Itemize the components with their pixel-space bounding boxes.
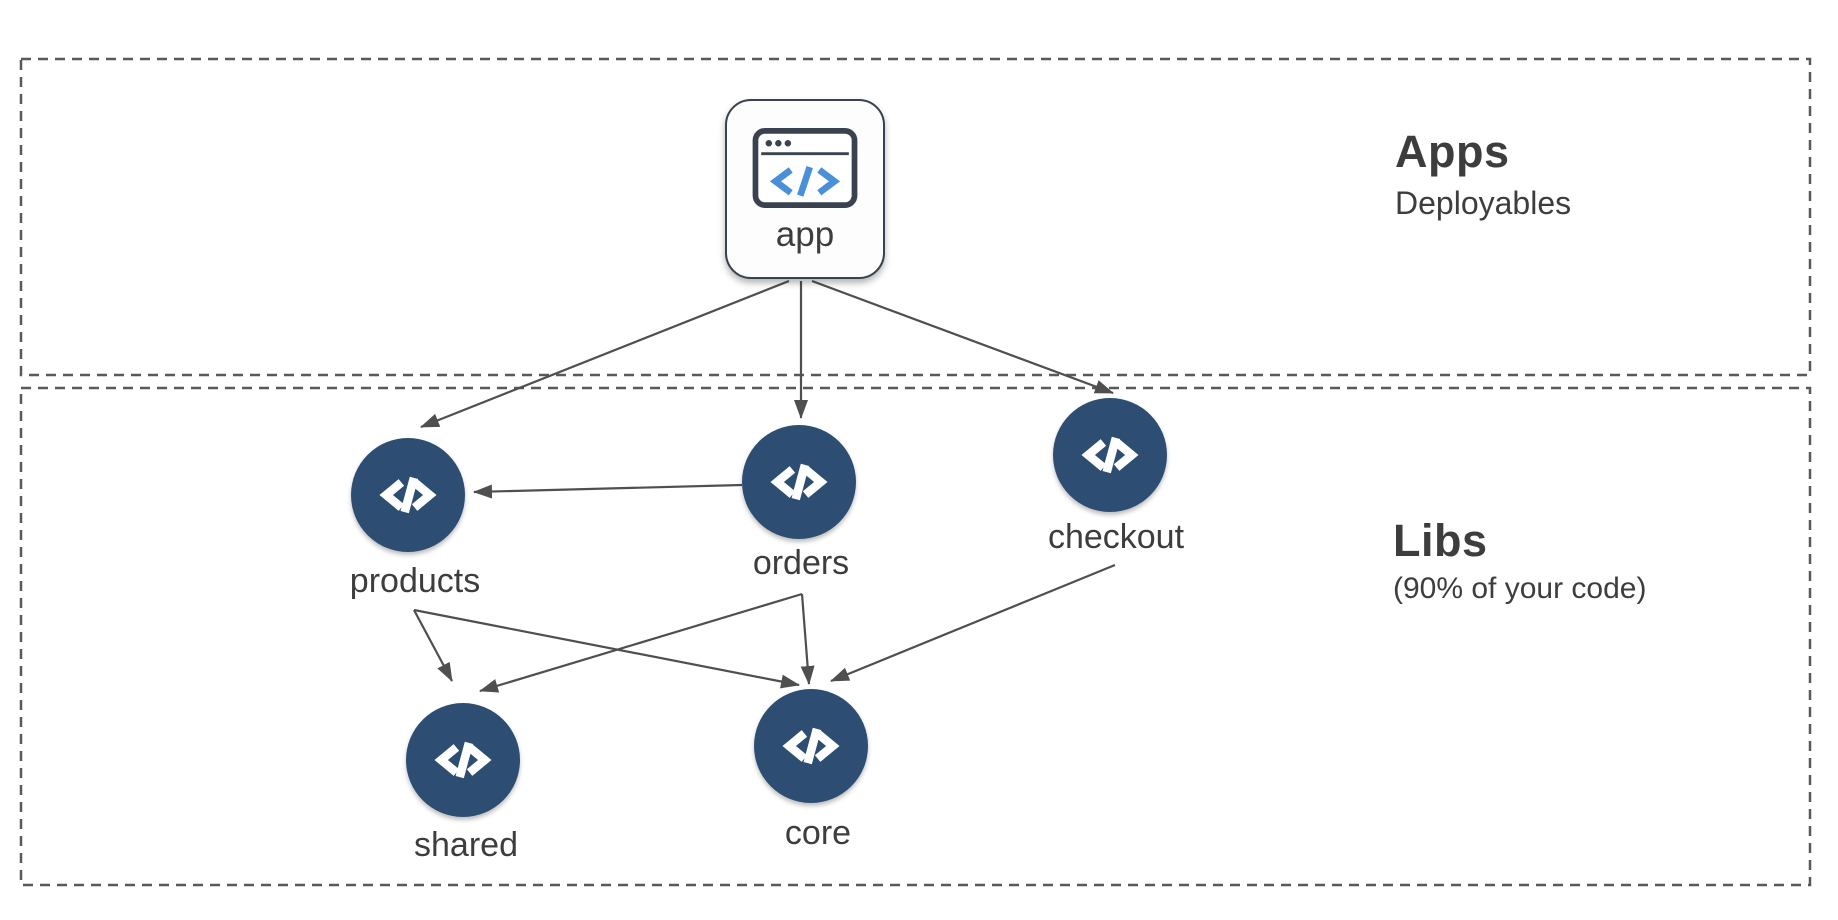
- node-shared-label: shared: [414, 826, 518, 864]
- node-orders: [742, 425, 856, 539]
- browser-code-icon: [752, 128, 858, 208]
- apps-region-title: Apps: [1395, 126, 1510, 177]
- edge-checkout-core: [830, 563, 1116, 683]
- edge-orders-products: [473, 483, 743, 499]
- libs-region-title: Libs: [1393, 515, 1488, 566]
- edge-products-core: [413, 608, 800, 689]
- node-core: [754, 689, 868, 803]
- edge-app-products: [420, 279, 790, 429]
- code-icon: [1081, 436, 1139, 474]
- code-icon: [770, 463, 828, 501]
- code-icon: [434, 741, 492, 779]
- edge-orders-shared: [479, 592, 803, 693]
- node-checkout: [1053, 398, 1167, 512]
- code-icon: [379, 476, 437, 514]
- edge-products-shared: [413, 609, 453, 682]
- apps-region-label: Apps Deployables: [1395, 126, 1571, 222]
- apps-region-subtitle: Deployables: [1395, 184, 1572, 221]
- node-shared: [406, 703, 520, 817]
- edge-orders-core: [800, 593, 815, 685]
- libs-region-label: Libs (90% of your code): [1393, 515, 1646, 606]
- node-checkout-label: checkout: [1047, 518, 1185, 556]
- node-orders-label: orders: [752, 544, 850, 582]
- edge-app-checkout: [811, 279, 1114, 395]
- node-products-label: products: [349, 562, 481, 600]
- node-products: [351, 438, 465, 552]
- libs-region-subtitle: (90% of your code): [1393, 571, 1647, 605]
- code-icon: [782, 727, 840, 765]
- libs-region-border: [19, 386, 1812, 887]
- node-core-label: core: [784, 814, 852, 852]
- node-app: app: [725, 99, 885, 279]
- node-app-label: app: [775, 215, 835, 254]
